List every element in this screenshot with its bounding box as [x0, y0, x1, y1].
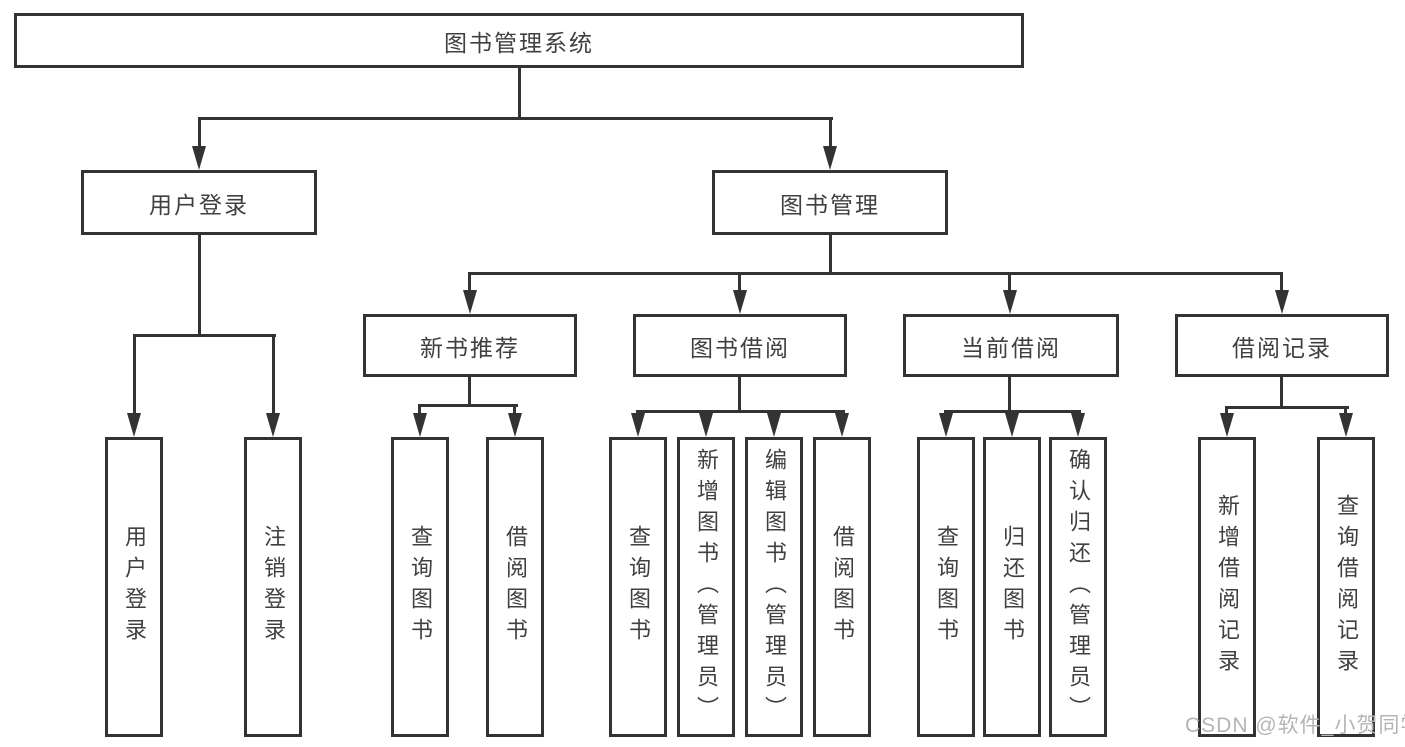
leaf-label: 查询图书 [934, 525, 959, 649]
leaf-borrowing-borrow-books: 借阅图书 [813, 437, 871, 737]
node-label: 图书管理 [780, 191, 880, 218]
arrow-down-icon [192, 146, 206, 170]
node-user-login: 用户登录 [81, 170, 317, 235]
node-book-management: 图书管理 [712, 170, 948, 235]
leaf-newbook-query-books: 查询图书 [391, 437, 449, 737]
arrow-down-icon [413, 413, 427, 437]
arrow-down-icon [699, 413, 713, 437]
leaf-current-confirm-return-admin: 确认归还（管理员） [1049, 437, 1107, 737]
node-label: 图书借阅 [690, 334, 790, 361]
connector-line [272, 334, 275, 416]
connector-line [468, 272, 471, 294]
connector-line [1344, 406, 1347, 416]
arrow-down-icon [1003, 290, 1017, 314]
leaf-current-query-books: 查询图书 [917, 437, 975, 737]
leaf-label: 新增图书（管理员） [694, 447, 719, 727]
connector-line [468, 377, 471, 407]
connector-line [513, 404, 516, 416]
connector-line [1225, 406, 1228, 416]
connector-line [636, 410, 845, 413]
node-label: 图书管理系统 [444, 29, 594, 56]
connector-line [1225, 406, 1349, 409]
node-label: 新书推荐 [420, 334, 520, 361]
leaf-label: 借阅图书 [830, 525, 855, 649]
connector-line [198, 117, 833, 120]
arrow-down-icon [1071, 413, 1085, 437]
connector-line [133, 334, 136, 416]
arrow-down-icon [508, 413, 522, 437]
leaf-borrowing-edit-books-admin: 编辑图书（管理员） [745, 437, 803, 737]
leaf-label: 编辑图书（管理员） [762, 447, 787, 727]
connector-line [1280, 377, 1283, 409]
leaf-label: 归还图书 [1000, 525, 1025, 649]
leaf-newbook-borrow-books: 借阅图书 [486, 437, 544, 737]
node-label: 当前借阅 [961, 334, 1061, 361]
arrow-down-icon [1339, 413, 1353, 437]
leaf-borrowing-add-books-admin: 新增图书（管理员） [677, 437, 735, 737]
arrow-down-icon [767, 413, 781, 437]
connector-line [738, 272, 741, 294]
arrow-down-icon [733, 290, 747, 314]
node-new-book-recommend: 新书推荐 [363, 314, 577, 377]
arrow-down-icon [939, 413, 953, 437]
arrow-down-icon [266, 413, 280, 437]
leaf-current-return-books: 归还图书 [983, 437, 1041, 737]
connector-line [1008, 377, 1011, 413]
node-borrow-records: 借阅记录 [1175, 314, 1389, 377]
node-label: 借阅记录 [1232, 334, 1332, 361]
connector-line [829, 235, 832, 275]
arrow-down-icon [127, 413, 141, 437]
leaf-records-add-borrow-record: 新增借阅记录 [1198, 437, 1256, 737]
leaf-label: 借阅图书 [503, 525, 528, 649]
connector-line [418, 404, 421, 416]
leaf-borrowing-query-books: 查询图书 [609, 437, 667, 737]
leaf-label: 查询图书 [626, 525, 651, 649]
arrow-down-icon [823, 146, 837, 170]
arrow-down-icon [1220, 413, 1234, 437]
connector-line [518, 68, 521, 118]
node-current-borrowing: 当前借阅 [903, 314, 1119, 377]
leaf-logout: 注销登录 [244, 437, 302, 737]
leaf-records-query-borrow-record: 查询借阅记录 [1317, 437, 1375, 737]
connector-line [1280, 272, 1283, 294]
connector-line [1008, 272, 1011, 294]
arrow-down-icon [1005, 413, 1019, 437]
leaf-label: 注销登录 [261, 525, 286, 649]
leaf-label: 新增借阅记录 [1215, 494, 1240, 680]
connector-line [133, 334, 276, 337]
arrow-down-icon [1275, 290, 1289, 314]
node-book-borrowing: 图书借阅 [633, 314, 847, 377]
leaf-label: 查询图书 [408, 525, 433, 649]
watermark: CSDN @软件_小贺同学 [1185, 714, 1405, 737]
leaf-user-login: 用户登录 [105, 437, 163, 737]
connector-line [418, 404, 518, 407]
connector-line [829, 117, 832, 149]
arrow-down-icon [631, 413, 645, 437]
connector-line [738, 377, 741, 413]
arrow-down-icon [463, 290, 477, 314]
leaf-label: 确认归还（管理员） [1066, 447, 1091, 727]
connector-line [198, 117, 201, 149]
leaf-label: 查询借阅记录 [1334, 494, 1359, 680]
connector-line [468, 272, 1283, 275]
connector-line [198, 235, 201, 336]
node-label: 用户登录 [149, 191, 249, 218]
leaf-label: 用户登录 [122, 525, 147, 649]
node-root-library-system: 图书管理系统 [14, 13, 1024, 68]
arrow-down-icon [835, 413, 849, 437]
